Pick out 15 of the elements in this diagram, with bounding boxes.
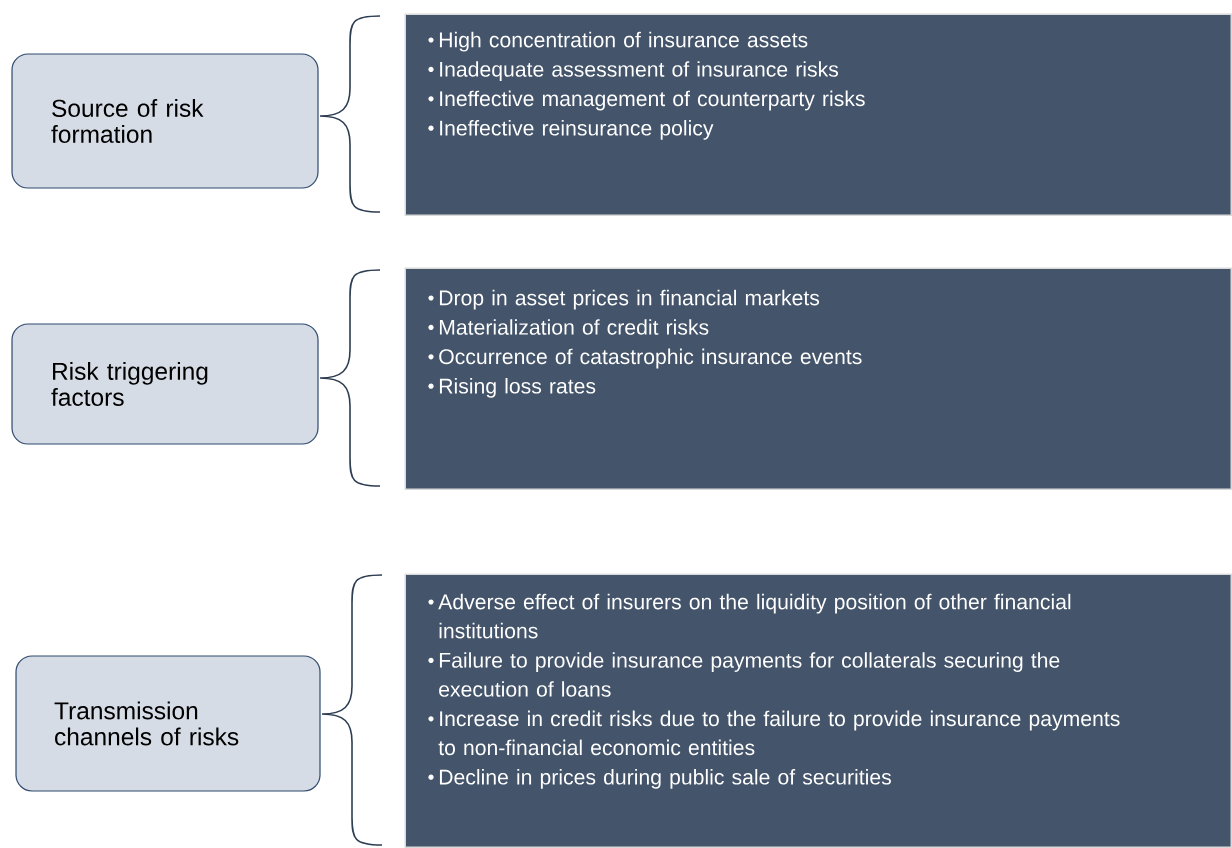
list-item: Increase in credit risks due to the failure to provide insurance payments to non-financial economic entities: [438, 710, 1120, 756]
list-item: Ineffective management of counterparty risks: [440, 90, 865, 111]
list-item: Ineffective reinsurance policy: [440, 120, 714, 140]
category-box: Transmission channels of risks: [15, 655, 321, 792]
category-box: Risk triggering factors: [11, 323, 319, 445]
list-item: Rising loss rates: [439, 378, 596, 398]
list-item: Decline in prices during public sale of securities: [439, 769, 891, 789]
list-item: Occurrence of catastrophic insurance events: [439, 348, 862, 369]
list-item: Adverse effect of insurers on the liquidity position of other financial institutions: [438, 593, 1071, 639]
category-box: Source of risk formation: [11, 53, 319, 189]
list-item: Inadequate assessment of insurance risks: [440, 61, 839, 81]
list-item: Failure to provide insurance payments for collaterals securing the execution of loans: [439, 652, 1060, 697]
list-item: High concentration of insurance assets: [439, 31, 808, 52]
list-item: Materialization of credit risks: [439, 319, 709, 335]
list-item: Drop in asset prices in financial markets: [439, 289, 820, 310]
